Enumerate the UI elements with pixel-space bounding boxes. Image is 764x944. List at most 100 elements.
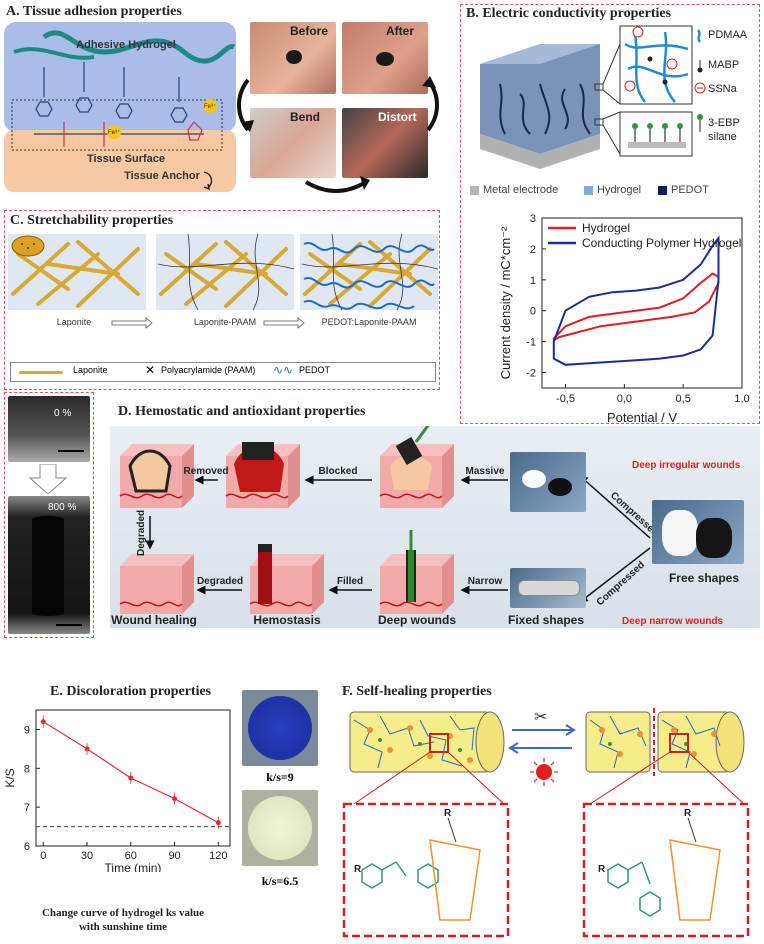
photo-distort-label: Distort	[378, 110, 417, 124]
panel-c-title: C. Stretchability properties	[10, 213, 174, 228]
ks-xtick-label: 0	[40, 850, 46, 862]
flow-degraded-bottom: Degraded	[197, 576, 243, 587]
panel-b-material-legend: Metal electrode Hydrogel PEDOT	[470, 184, 760, 198]
photo-free-shapes	[652, 500, 744, 564]
ks-ylabel: K/S	[3, 768, 17, 787]
electrode-hydrogel-diagram: PDMAA MABP SSNa 3-EBP silane	[480, 25, 748, 169]
caption-line-2: with sunshine time	[78, 921, 168, 933]
sample-photo-pale	[242, 790, 318, 866]
photo-after-label: After	[386, 24, 415, 38]
cv-ytick-label: -2	[526, 368, 536, 380]
panel-d-title: D. Hemostatic and antioxidant properties	[118, 404, 366, 419]
caption-free-shapes: Free shapes	[669, 571, 739, 585]
flow-massive: Massive	[466, 466, 505, 477]
legend-pdmaa: PDMAA	[708, 29, 748, 41]
panel-b-title: B. Electric conductivity properties	[466, 6, 672, 21]
pedot-label: PEDOT	[671, 184, 709, 196]
pedot-legend-icon: ∿∿	[273, 363, 294, 377]
tissue-anchor-label: Tissue Anchor	[124, 170, 201, 182]
ks-ytick-label: 8	[24, 763, 30, 775]
r-label-left-1: R	[444, 808, 452, 819]
photo-distort: Distort	[342, 108, 428, 178]
ks-plot-frame	[35, 709, 231, 847]
caption-line-1: Change curve of hydrogel ks value	[41, 907, 205, 919]
legend-mabp: MABP	[708, 59, 739, 71]
panel-c-border	[4, 210, 440, 390]
cv-xlabel: Potential / V	[607, 410, 677, 422]
strain-label-800: 800 %	[48, 502, 77, 513]
stage-label-pedot: PEDOT:Laponite-PAAM	[322, 317, 417, 327]
flow-removed: Removed	[183, 466, 228, 477]
panel-b-border	[460, 4, 760, 424]
stretch-photo-0: 0 %	[8, 396, 90, 462]
stretch-photo-border	[4, 392, 94, 638]
ks-xtick-label: 60	[125, 850, 137, 862]
ks-ytick-label: 6	[24, 841, 30, 853]
cv-plot-frame	[541, 217, 743, 389]
caption-deep-wounds: Deep wounds	[378, 613, 456, 627]
ks-xtick-label: 90	[168, 850, 180, 862]
cv-legend-label: Conducting Polymer Hydrogel	[582, 236, 741, 250]
wound-type-narrow: Deep narrow wounds	[622, 616, 724, 627]
paam-legend-label: Polyacrylamide (PAAM)	[161, 365, 256, 375]
photo-before-label: Before	[290, 24, 329, 38]
panel-c-legend: Laponite ✕ Polyacrylamide (PAAM) ∿∿ PEDO…	[10, 362, 436, 382]
metal-swatch	[470, 186, 479, 195]
legend-ssna: SSNa	[708, 83, 738, 95]
paam-legend-icon: ✕	[145, 363, 156, 377]
stretch-photo-800: 800 %	[8, 496, 90, 634]
ks-ytick-label: 9	[24, 724, 30, 736]
cv-xtick-label: 1,0	[734, 393, 749, 405]
r-label-right-2: R	[598, 864, 606, 875]
r-label-left-2: R	[354, 864, 362, 875]
ks-xlabel: Time (min)	[105, 861, 162, 872]
laponite-legend-label: Laponite	[73, 365, 108, 375]
panel-e-caption: Change curve of hydrogel ks value with s…	[8, 906, 238, 934]
stage-label-laponite-paam: Laponite-PAAM	[194, 317, 256, 327]
r-label-right-1: R	[684, 808, 692, 819]
ks-data-point	[215, 820, 221, 826]
stage-label-laponite: Laponite	[57, 317, 92, 327]
flow-narrow: Narrow	[468, 576, 503, 587]
hydrogel-label: Hydrogel	[597, 184, 642, 196]
cv-xtick-label: 0,5	[676, 393, 691, 405]
wound-type-irregular: Deep irregular wounds	[632, 460, 741, 471]
caption-wound-healing: Wound healing	[111, 613, 197, 627]
cv-ytick-label: -1	[526, 337, 536, 349]
ks-data-point	[172, 796, 178, 802]
cv-xtick-label: -0,5	[556, 393, 575, 405]
ks-xtick-label: 120	[209, 850, 227, 862]
fe-ion-label-2: Fe³⁺	[108, 129, 120, 136]
strain-label-0: 0 %	[54, 408, 72, 419]
cv-series-conducting-polymer	[552, 235, 720, 366]
legend-silane: silane	[708, 131, 737, 143]
cv-legend-label: Hydrogel	[582, 221, 630, 235]
cv-xtick-label: 0,0	[617, 393, 632, 405]
cv-ytick-label: 0	[530, 306, 536, 318]
adhesion-mechanism-diagram: Fe³⁺ Fe³⁺ Adhesive Hydrogel Tissue Surfa…	[4, 22, 236, 192]
ks-data-point	[84, 746, 90, 752]
ks-xtick-label: 30	[81, 850, 93, 862]
photo-bend-label: Bend	[290, 110, 320, 124]
ks-ytick-label: 7	[24, 802, 30, 814]
ks-data-point	[40, 719, 46, 725]
photo-fixed-shapes	[510, 568, 586, 608]
photo-after: After	[342, 22, 428, 94]
legend-3ebp: 3-EBP	[708, 117, 740, 129]
pedot-swatch	[658, 186, 667, 195]
panel-a-title: A. Tissue adhesion properties	[6, 4, 182, 19]
cv-ylabel: Current density / mC*cm⁻²	[498, 226, 513, 379]
tissue-surface-label: Tissue Surface	[87, 153, 165, 165]
cv-ytick-label: 2	[530, 244, 536, 256]
sample-label-9: k/s=9	[266, 770, 294, 784]
hemostatic-flow-diagram: Removed Blocked Massive Degraded Filled …	[111, 426, 741, 627]
scissors-icon: ✂	[534, 709, 547, 726]
cv-ytick-label: 1	[530, 275, 536, 287]
sample-label-6-5: k/s=6.5	[261, 874, 299, 888]
photo-massive-sponges	[510, 452, 586, 512]
panel-e-title: E. Discoloration properties	[50, 684, 212, 699]
fe-ion-label-1: Fe³⁺	[204, 103, 216, 110]
flow-degraded-side: Degraded	[136, 510, 147, 556]
